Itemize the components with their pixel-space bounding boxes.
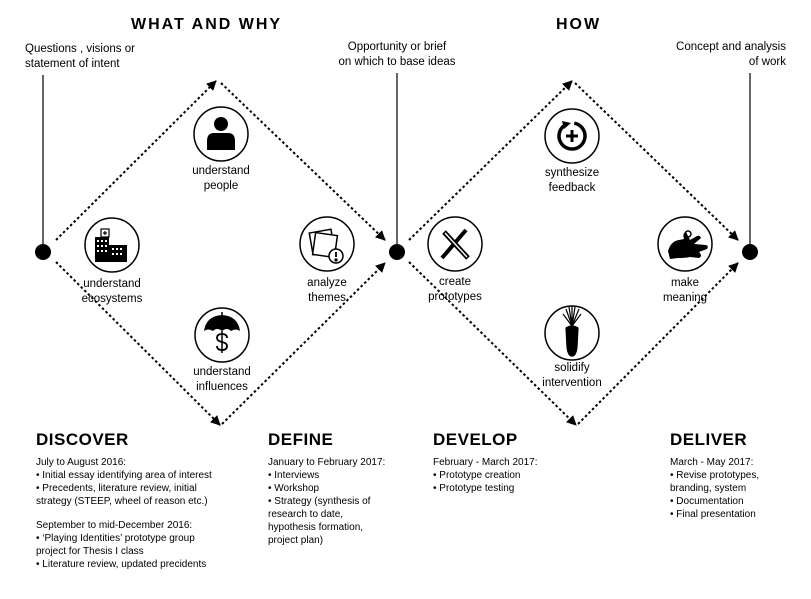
period-text: September to mid-December 2016: <box>36 520 193 531</box>
list-item: • Initial essay identifying area of inte… <box>36 470 212 481</box>
umbrella-dollar-icon <box>204 312 240 353</box>
list-item: • Prototype testing <box>433 483 515 494</box>
refresh-plus-icon <box>557 121 587 151</box>
person-icon <box>207 117 235 150</box>
buildings-icon <box>95 228 127 262</box>
list-item: • Prototype creation <box>433 470 521 481</box>
phase-deliver: DELIVER March - May 2017: • Revise proto… <box>670 430 800 521</box>
list-item: project for Thesis I class <box>36 546 144 557</box>
node-middle <box>389 244 405 260</box>
phase-title-discover: DISCOVER <box>36 430 129 449</box>
list-item: • Workshop <box>268 483 320 494</box>
phase-title-define: DEFINE <box>268 430 334 449</box>
list-item: hypothesis formation, <box>268 522 364 533</box>
list-item: • Interviews <box>268 470 320 481</box>
phase-discover: DISCOVER July to August 2016: • Initial … <box>36 430 256 571</box>
list-item: • Literature review, updated precidents <box>36 559 207 570</box>
arrow-deliver-down <box>574 82 739 241</box>
list-item: • ‘Playing Identities’ prototype group <box>36 533 195 544</box>
period-text: March - May 2017: <box>670 457 754 468</box>
arrow-develop-down <box>408 261 577 426</box>
list-item: • Revise prototypes, <box>670 470 760 481</box>
phase-title-develop: DEVELOP <box>433 430 518 449</box>
hand-icon <box>668 230 708 259</box>
list-item: • Documentation <box>670 496 744 507</box>
arrow-discover-up <box>55 80 217 241</box>
list-item: strategy (STEEP, wheel of reason etc.) <box>36 496 208 507</box>
period-text: February - March 2017: <box>433 457 538 468</box>
list-item: • Strategy (synthesis of <box>268 496 371 507</box>
header-how: HOW <box>556 16 602 33</box>
arrow-discover-down <box>55 261 221 426</box>
list-item: branding, system <box>670 483 747 494</box>
node-end <box>742 244 758 260</box>
list-item: • Final presentation <box>670 509 756 520</box>
list-item: research to date, <box>268 509 344 520</box>
arrow-define-up <box>221 262 386 425</box>
period-text: January to February 2017: <box>268 457 386 468</box>
header-what-and-why: WHAT AND WHY <box>131 16 283 33</box>
period-text: July to August 2016: <box>36 457 127 468</box>
phase-define: DEFINE January to February 2017: • Inter… <box>268 430 418 547</box>
node-start <box>35 244 51 260</box>
list-item: project plan) <box>268 535 324 546</box>
arrow-develop-up <box>408 80 573 241</box>
phase-title-deliver: DELIVER <box>670 430 748 449</box>
arrow-define-down <box>220 82 386 241</box>
papers-alert-icon <box>308 228 344 264</box>
list-item: • Precedents, literature review, initial <box>36 483 197 494</box>
vase-icon <box>562 306 582 357</box>
phase-develop: DEVELOP February - March 2017: • Prototy… <box>433 430 583 495</box>
pencil-cross-icon <box>440 228 470 260</box>
